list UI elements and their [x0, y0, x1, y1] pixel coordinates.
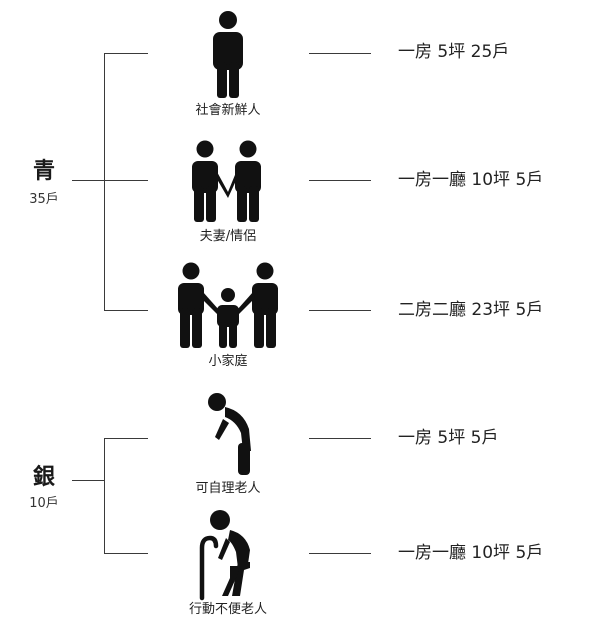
- family-icon: [178, 262, 278, 348]
- row-4-connector-line: [309, 438, 371, 439]
- group-1-bracket-vertical: [104, 53, 105, 311]
- row-1-connector-line: [309, 53, 371, 54]
- row-3-caption: 小家庭: [208, 354, 248, 369]
- row-3-connector-line: [309, 310, 371, 311]
- group-1-count: 35戶: [29, 192, 59, 207]
- group-1-branch-2: [104, 180, 148, 181]
- row-4-caption: 可自理老人: [195, 481, 261, 496]
- elderly-with-cane-icon: [199, 510, 250, 601]
- group-2-branch-1: [104, 438, 148, 439]
- group-1-stem-line: [72, 180, 104, 181]
- group-2-bracket-vertical: [104, 438, 105, 554]
- row-5-caption: 行動不便老人: [188, 602, 267, 617]
- row-5-unit-text: 一房一廳 10坪 5戶: [398, 543, 544, 563]
- group-2-title: 銀: [32, 465, 55, 490]
- group-1-branch-1: [104, 53, 148, 54]
- row-1-caption: 社會新鮮人: [195, 103, 261, 118]
- group-1-branch-3: [104, 310, 148, 311]
- row-5-connector-line: [309, 553, 371, 554]
- row-2-connector-line: [309, 180, 371, 181]
- row-4-unit-text: 一房 5坪 5戶: [398, 428, 499, 448]
- single-person-icon: [213, 11, 243, 98]
- row-2-caption: 夫妻/情侶: [199, 229, 257, 244]
- row-3-unit-text: 二房二廳 23坪 5戶: [398, 300, 544, 320]
- row-1-unit-text: 一房 5坪 25戶: [398, 42, 510, 62]
- row-2-unit-text: 一房一廳 10坪 5戶: [398, 170, 544, 190]
- group-2-stem-line: [72, 480, 104, 481]
- elderly-icon: [208, 393, 251, 475]
- group-2-branch-2: [104, 553, 148, 554]
- couple-icon: [192, 140, 261, 222]
- group-1-title: 青: [32, 159, 55, 184]
- group-2-count: 10戶: [29, 496, 59, 511]
